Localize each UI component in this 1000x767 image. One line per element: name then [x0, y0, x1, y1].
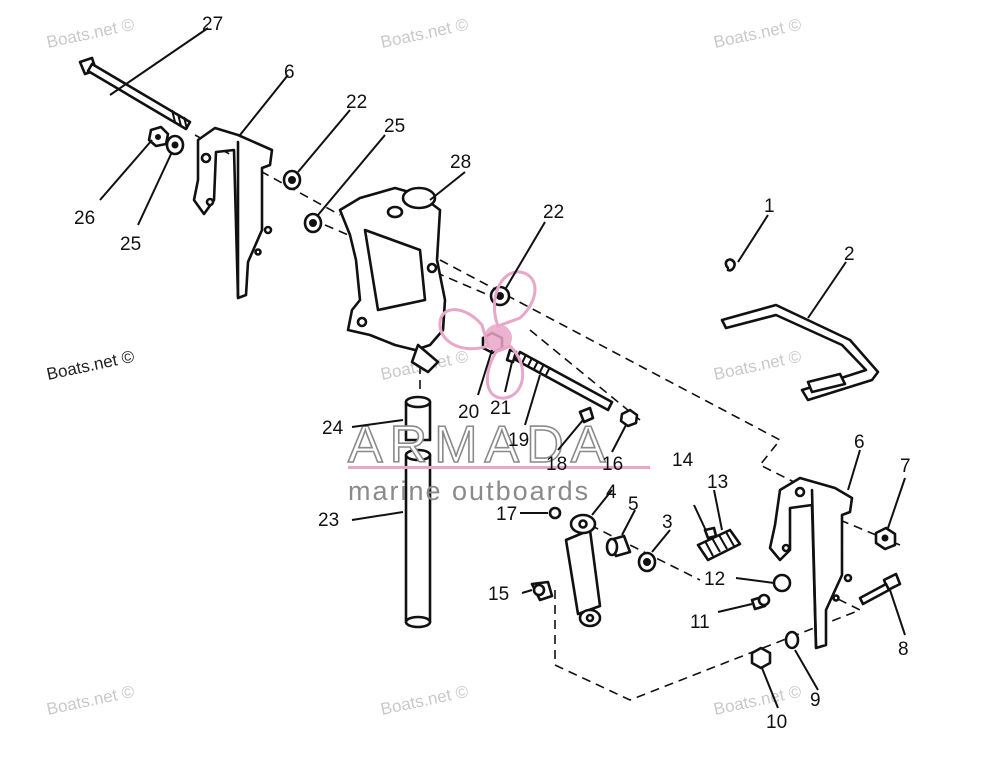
part-6-right-bracket: [768, 476, 854, 650]
watermark-top-center: Boats.net ©: [379, 15, 471, 52]
watermark-bottom-center: Boats.net ©: [379, 682, 471, 719]
brand-name: ARMADA: [348, 416, 612, 474]
callout-25-left: 25: [120, 234, 141, 255]
callout-2: 2: [844, 244, 855, 265]
callout-20: 20: [458, 402, 479, 423]
callout-14: 14: [672, 450, 694, 471]
callout-6-left: 6: [284, 62, 295, 83]
brand-underline: [348, 466, 650, 469]
callout-labels: 27 6 22 25 28 26 25 22 1 2 20 21 19 18 1…: [74, 14, 911, 733]
watermark-bottom-right: Boats.net ©: [712, 682, 804, 719]
watermark-bottom-left: Boats.net ©: [45, 682, 137, 719]
part-13-spring: [696, 528, 742, 562]
callout-28: 28: [450, 152, 471, 173]
callout-10: 10: [766, 712, 787, 733]
callout-27: 27: [202, 14, 223, 35]
watermark-mid-right: Boats.net ©: [712, 347, 804, 384]
callout-22-lower: 22: [543, 202, 564, 223]
callout-11: 11: [690, 612, 710, 633]
part-22-washer-upper: [282, 169, 302, 191]
callout-7: 7: [900, 456, 911, 477]
part-6-left-bracket: [192, 126, 274, 300]
callout-18: 18: [546, 454, 567, 475]
callout-15: 15: [488, 584, 509, 605]
callout-22-upper: 22: [346, 92, 367, 113]
assembly-lines: [194, 134, 901, 701]
part-5-bushing: [605, 534, 632, 558]
part-7-nut: [874, 526, 897, 551]
callout-26: 26: [74, 208, 95, 229]
part-24-bushing: [404, 395, 432, 442]
watermark-top-left: Boats.net ©: [45, 15, 137, 52]
brand-overlay: ARMADA marine outboards: [347, 270, 650, 506]
part-25-washer-mid: [303, 212, 323, 234]
watermark-top-right: Boats.net ©: [712, 15, 804, 52]
part-28-swivel-bracket: [338, 186, 447, 374]
part-19-shaft: [514, 350, 614, 412]
part-8-bolt: [858, 572, 902, 606]
watermark-mid-left: Boats.net ©: [45, 347, 137, 384]
callout-21: 21: [490, 398, 511, 419]
callout-9: 9: [810, 690, 821, 711]
part-25-washer-left: [165, 134, 185, 156]
part-23-tube: [404, 448, 432, 629]
part-27-bolt: [78, 56, 192, 131]
part-3-washer: [637, 551, 657, 573]
part-12-washer: [772, 573, 792, 593]
callout-4: 4: [606, 482, 617, 503]
part-18-fitting: [578, 406, 595, 424]
part-26-nut: [147, 125, 170, 148]
callout-5: 5: [628, 494, 639, 515]
callout-8: 8: [898, 639, 909, 660]
part-2-handle: [720, 303, 880, 402]
callout-24: 24: [322, 418, 344, 439]
leader-lines: [99, 27, 906, 709]
callout-25-mid: 25: [384, 116, 405, 137]
callout-13: 13: [707, 472, 728, 493]
callout-16: 16: [602, 454, 623, 475]
propeller-logo: [438, 270, 537, 400]
part-4-shock-absorber: [564, 513, 602, 628]
part-1-clip: [724, 258, 736, 272]
brand-tagline: marine outboards: [348, 476, 590, 506]
callout-23: 23: [318, 510, 339, 531]
part-10-nut: [750, 646, 772, 670]
callout-1: 1: [764, 196, 775, 217]
callout-19: 19: [508, 430, 529, 451]
callout-3: 3: [662, 512, 673, 533]
part-9-washer: [784, 630, 800, 650]
part-16-nut: [619, 408, 639, 428]
callout-12: 12: [704, 569, 725, 590]
part-14-pin: [693, 504, 718, 540]
part-15-fitting: [530, 580, 554, 602]
callout-6-right: 6: [854, 432, 865, 453]
callout-17: 17: [496, 504, 517, 525]
part-11-screw: [750, 593, 771, 611]
part-17-screw: [548, 506, 562, 520]
